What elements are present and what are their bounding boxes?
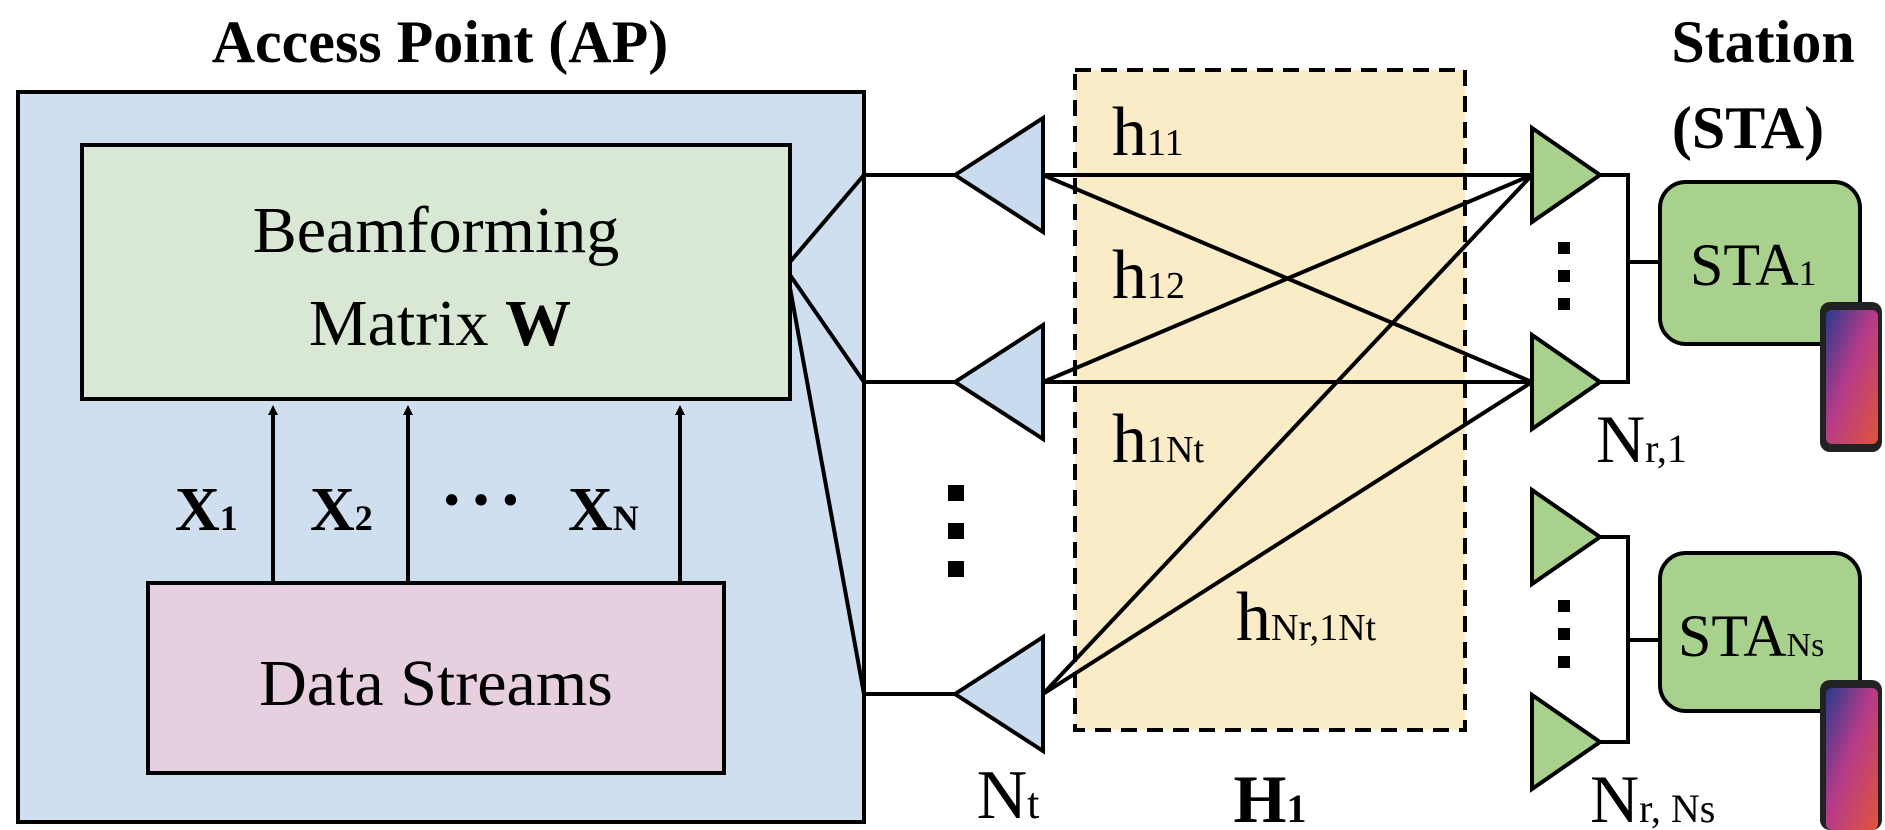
sta-box-ns: [1658, 551, 1862, 713]
feed-line-2: [788, 273, 955, 384]
channel-region: [1073, 68, 1467, 732]
beamforming-box: [80, 143, 792, 401]
coeff-h11: h11: [1112, 94, 1184, 171]
phone-icon: [1820, 680, 1882, 830]
matrix-w-symbol: W: [505, 287, 571, 360]
sta-box-1: [1658, 180, 1862, 346]
rx-count-label-1: Nr,1: [1596, 401, 1687, 477]
tx-antenna: [951, 633, 1045, 755]
channel-link: [1042, 173, 1533, 384]
stream-label-x1: X1: [175, 476, 238, 544]
beamforming-label-line1: Beamforming: [253, 194, 620, 267]
channel-link: [1041, 380, 1534, 696]
rx-antenna: [1530, 331, 1604, 433]
coeff-h1nt: h1Nt: [1112, 401, 1204, 478]
rx-combiner-line: [1600, 535, 1630, 744]
tx-antenna-ellipsis: [948, 485, 964, 577]
tx-antenna: [951, 114, 1045, 236]
rx-antenna: [1530, 486, 1604, 588]
feed-line-nt: [788, 287, 955, 696]
coeff-hnr1nt: hNr,1Nt: [1236, 579, 1377, 656]
rx-antenna: [1530, 691, 1604, 793]
rx-antenna-ellipsis: [1558, 242, 1570, 310]
stream-label-x2: X2: [310, 476, 373, 544]
station-title-abbrev: (STA): [1672, 95, 1824, 161]
stream-ellipsis: ···: [440, 462, 528, 539]
beamforming-label-line2: Matrix W: [309, 287, 571, 360]
feed-line-1: [788, 173, 955, 264]
stream-label-xn: XN: [568, 476, 639, 544]
ap-title: Access Point (AP): [212, 9, 669, 75]
tx-antenna: [951, 321, 1045, 443]
rx-count-label-ns: Nr, Ns: [1590, 761, 1715, 830]
data-streams-label: Data Streams: [259, 647, 613, 720]
data-streams-box: [146, 581, 726, 775]
station-title: Station: [1671, 9, 1854, 75]
coeff-h12: h12: [1112, 237, 1185, 314]
rx-antenna-ellipsis: [1558, 600, 1570, 668]
channel-matrix-label: H1: [1234, 761, 1307, 830]
phone-icon: [1820, 302, 1882, 452]
sta-ns-label: STANs: [1678, 603, 1824, 669]
rx-antenna: [1530, 124, 1604, 226]
tx-count-label: Nt: [977, 757, 1040, 830]
rx-combiner-line: [1600, 173, 1630, 384]
sta-1-label: STA1: [1690, 232, 1817, 298]
channel-link: [1041, 173, 1534, 696]
